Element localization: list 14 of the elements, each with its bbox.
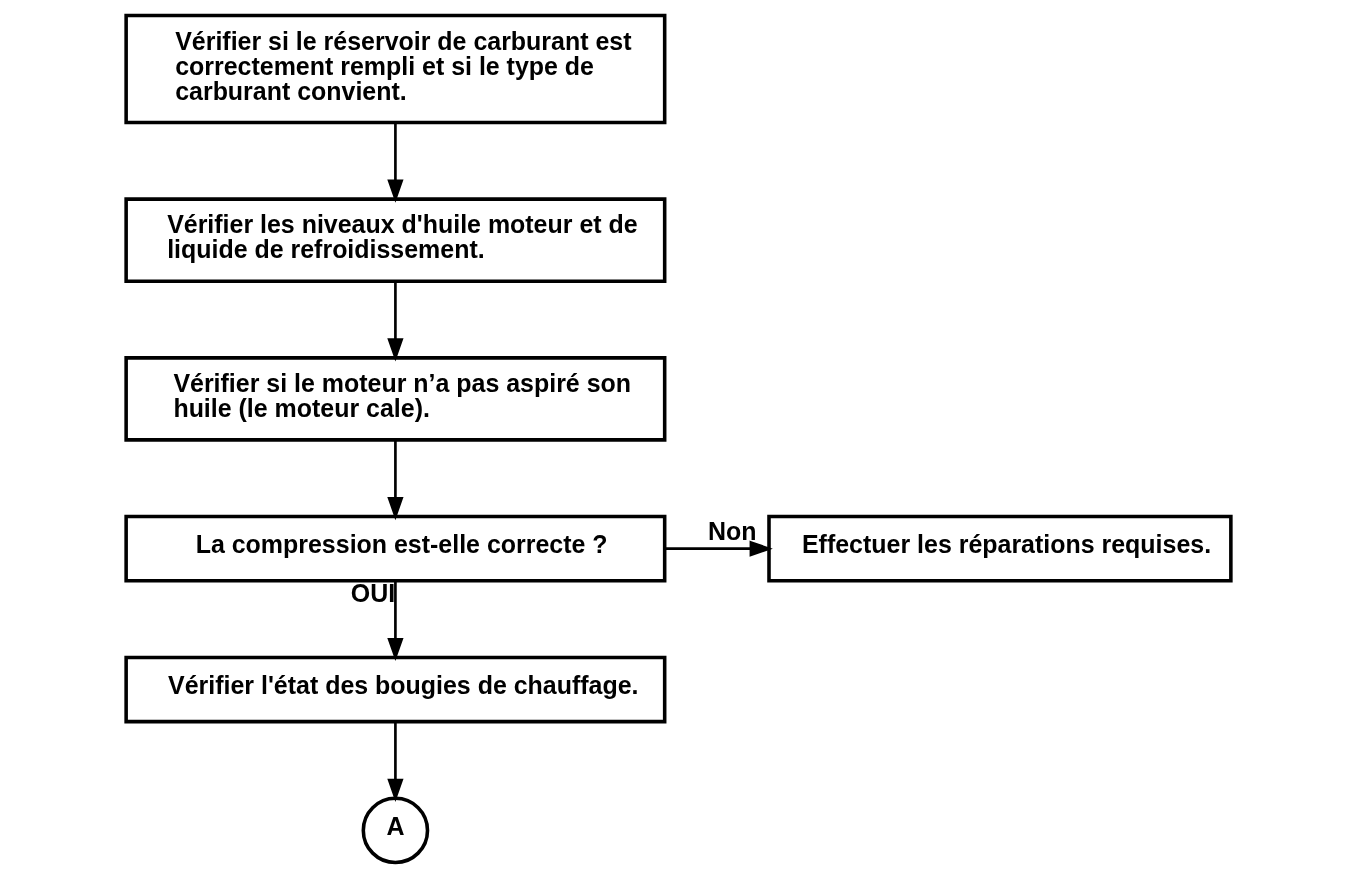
edge-label: Non — [707, 517, 757, 546]
arrow — [387, 281, 404, 362]
arrow — [387, 581, 404, 662]
node-box: Vérifier si le moteur n’a pas aspiré son huile (le moteur cale). — [124, 356, 667, 442]
node-box: Effectuer les réparations requises. — [767, 514, 1233, 583]
arrow — [664, 540, 773, 557]
node-box: Vérifier si le réservoir de carburant est correctement rempli et si le type de carburant convient. — [124, 13, 667, 125]
node-box: Vérifier l'état des bougies de chauffage. — [124, 655, 667, 724]
arrow — [387, 722, 404, 802]
arrow — [387, 440, 404, 521]
node-box: Vérifier les niveaux d'huile moteur et de liquide de refroidissement. — [124, 197, 667, 283]
arrow — [387, 122, 404, 203]
node-circle: A — [361, 796, 430, 865]
node-box: La compression est-elle correcte ? — [124, 514, 667, 583]
